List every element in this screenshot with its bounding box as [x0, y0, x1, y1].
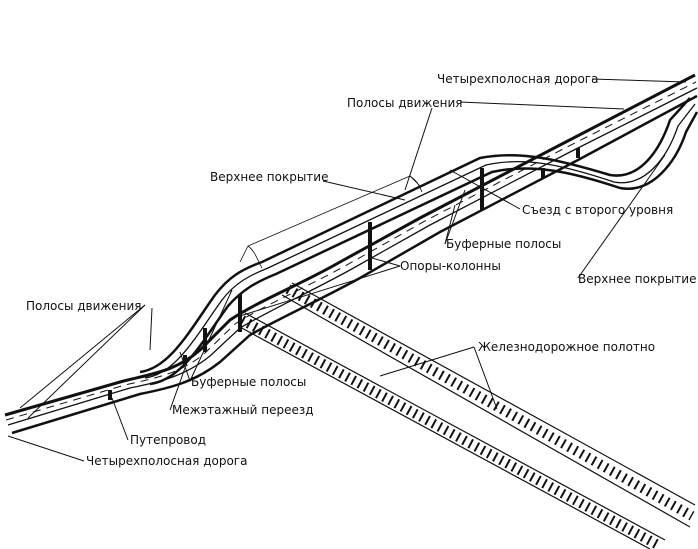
- label-top-surface-left: Верхнее покрытие: [210, 170, 328, 184]
- railway-track-upper: [281, 282, 696, 528]
- railway-track-lower: [237, 312, 666, 549]
- label-buffer-lanes-right: Буферные полосы: [446, 237, 561, 251]
- label-four-lane-top: Четырехполосная дорога: [437, 72, 598, 86]
- label-support-columns: Опоры-колонны: [400, 259, 501, 273]
- support-columns: [108, 148, 580, 400]
- label-railway-bed: Железнодорожное полотно: [478, 340, 655, 354]
- label-interlevel-crossing: Межэтажный переезд: [172, 403, 314, 417]
- label-top-surface-right: Верхнее покрытие: [578, 272, 696, 286]
- label-exit-second-level: Съезд с второго уровня: [522, 203, 673, 217]
- leader-lines: [7, 78, 687, 462]
- top-cover: [239, 175, 423, 269]
- four-lane-highway: [4, 73, 698, 435]
- label-lanes-left: Полосы движения: [26, 299, 142, 313]
- label-four-lane-bottom: Четырехполосная дорога: [86, 454, 247, 468]
- label-buffer-lanes-left: Буферные полосы: [191, 375, 306, 389]
- label-overpass: Путепровод: [130, 433, 206, 447]
- label-lanes-top: Полосы движения: [347, 96, 463, 110]
